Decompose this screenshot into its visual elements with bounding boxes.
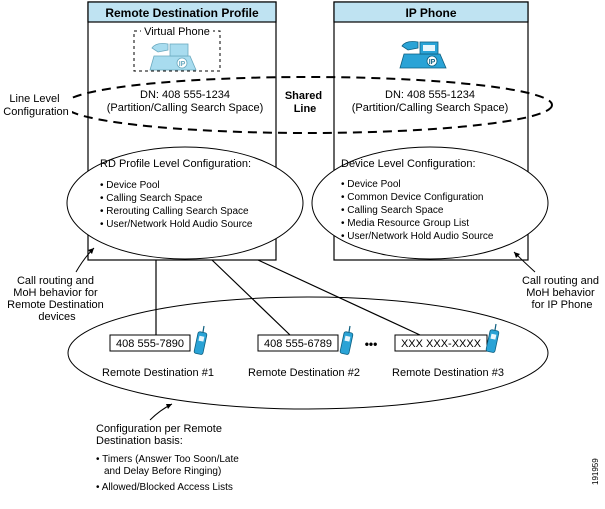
rdp-config-title: RD Profile Level Configuration: bbox=[100, 158, 251, 170]
device-config-title: Device Level Configuration: bbox=[341, 158, 476, 170]
remote-destination-2: 408 555-6789 Remote Destination #2 bbox=[248, 325, 360, 379]
rdp-header bbox=[87, 1, 277, 23]
device-config-ellipse bbox=[311, 146, 549, 260]
per-rd-config-title: Configuration per Remote Destination bas… bbox=[96, 423, 225, 447]
svg-text:IP: IP bbox=[179, 61, 186, 68]
line-level-label-line-1: Line Level bbox=[9, 93, 59, 105]
device-config-item: • Media Resource Group List bbox=[341, 218, 469, 229]
rdp-config-list: • Device Pool • Calling Search Space • R… bbox=[100, 180, 253, 230]
rd-label-3: Remote Destination #3 bbox=[392, 367, 504, 379]
call-routing-ip-line-1: Call routing and bbox=[522, 275, 599, 287]
rd-number-1: 408 555-7890 bbox=[116, 338, 184, 350]
ipphone-title: IP Phone bbox=[405, 6, 456, 20]
rdp-title: Remote Destination Profile bbox=[105, 6, 259, 20]
line-level-label-bg bbox=[0, 91, 72, 117]
line-level-label-line-2: Configuration bbox=[3, 106, 68, 118]
call-routing-ip-callout: Call routing and MoH behavior for IP Pho… bbox=[513, 251, 602, 311]
rdp-config-item: • Calling Search Space bbox=[100, 193, 203, 204]
shared-line-label: Shared Line bbox=[285, 90, 325, 115]
call-routing-ip-line-2: MoH behavior bbox=[526, 287, 595, 299]
rd-label-1: Remote Destination #1 bbox=[102, 367, 214, 379]
virtual-phone-label: Virtual Phone bbox=[144, 26, 210, 38]
call-routing-rd-callout: Call routing and MoH behavior for Remote… bbox=[7, 247, 107, 323]
device-config-item: • Device Pool bbox=[341, 179, 401, 190]
per-rd-config-arrowhead bbox=[166, 404, 172, 409]
per-rd-config-item: • Timers (Answer Too Soon/Late and Delay… bbox=[96, 454, 242, 477]
rdp-config-item: • Device Pool bbox=[100, 180, 160, 191]
per-rd-config-title-line-2: Destination basis: bbox=[96, 435, 183, 447]
call-routing-rd-label: Call routing and MoH behavior for Remote… bbox=[7, 275, 107, 323]
device-config-item: • Common Device Configuration bbox=[341, 192, 483, 203]
rdp-config-item: • User/Network Hold Audio Source bbox=[100, 219, 253, 230]
ipphone-partition: (Partition/Calling Search Space) bbox=[352, 102, 509, 114]
device-config-item: • User/Network Hold Audio Source bbox=[341, 231, 494, 242]
rd-number-box-1 bbox=[109, 334, 191, 352]
rdp-dn: DN: 408 555-1234 bbox=[140, 89, 230, 101]
device-config-item: • Calling Search Space bbox=[341, 205, 444, 216]
remote-destination-1: 408 555-7890 Remote Destination #1 bbox=[102, 325, 214, 379]
rd-number-2: 408 555-6789 bbox=[264, 338, 332, 350]
rd-number-box-3 bbox=[394, 334, 488, 352]
call-routing-ip-label: Call routing and MoH behavior for IP Pho… bbox=[522, 275, 602, 311]
connection-line-2 bbox=[211, 259, 291, 336]
per-rd-config-callout: Configuration per Remote Destination bas… bbox=[96, 403, 242, 493]
call-routing-rd-line-4: devices bbox=[38, 311, 76, 323]
per-rd-config-item: • Allowed/Blocked Access Lists bbox=[96, 482, 233, 493]
svg-text:IP: IP bbox=[429, 59, 436, 66]
virtual-phone: Virtual Phone IP bbox=[133, 25, 221, 72]
call-routing-rd-arrowhead bbox=[88, 248, 94, 254]
rdp-partition: (Partition/Calling Search Space) bbox=[107, 102, 264, 114]
shared-line-label-line-1: Shared bbox=[285, 90, 322, 102]
desk-phone-icon: IP bbox=[149, 43, 197, 71]
rd-label-2: Remote Destination #2 bbox=[248, 367, 360, 379]
rd-number-3: XXX XXX-XXXX bbox=[401, 338, 482, 350]
mobile-phone-icon bbox=[339, 325, 354, 355]
shared-line-label-line-2: Line bbox=[294, 103, 317, 115]
virtual-phone-label-bg bbox=[141, 25, 213, 38]
remote-destination-3: XXX XXX-XXXX Remote Destination #3 bbox=[392, 323, 504, 379]
call-routing-rd-line-1: Call routing and bbox=[17, 275, 94, 287]
device-config-list: • Device Pool • Common Device Configurat… bbox=[341, 179, 494, 242]
mobile-phone-icon bbox=[485, 323, 500, 353]
line-level-label: Line Level Configuration bbox=[3, 93, 68, 118]
call-routing-ip-arrowhead bbox=[514, 252, 520, 258]
call-routing-rd-line-2: MoH behavior for bbox=[13, 287, 98, 299]
more-destinations-ellipsis: ••• bbox=[365, 337, 378, 351]
call-routing-ip-line-3: for IP Phone bbox=[532, 299, 593, 311]
rdp-config-item: • Rerouting Calling Search Space bbox=[100, 206, 249, 217]
call-routing-rd-line-3: Remote Destination bbox=[7, 299, 104, 311]
ipphone-header bbox=[333, 1, 529, 23]
figure-id: 191959 bbox=[591, 458, 600, 485]
per-rd-config-title-line-1: Configuration per Remote bbox=[96, 423, 222, 435]
rdp-box: Remote Destination Profile bbox=[87, 1, 277, 261]
rdp-config-ellipse bbox=[66, 146, 304, 260]
mobile-phone-icon bbox=[193, 325, 208, 355]
rd-number-box-2 bbox=[257, 334, 339, 352]
ipphone-dn: DN: 408 555-1234 bbox=[385, 89, 475, 101]
ip-phone-icon: IP bbox=[399, 41, 447, 69]
ipphone-box: IP Phone bbox=[333, 1, 529, 261]
remote-destinations-ellipse bbox=[67, 296, 549, 410]
